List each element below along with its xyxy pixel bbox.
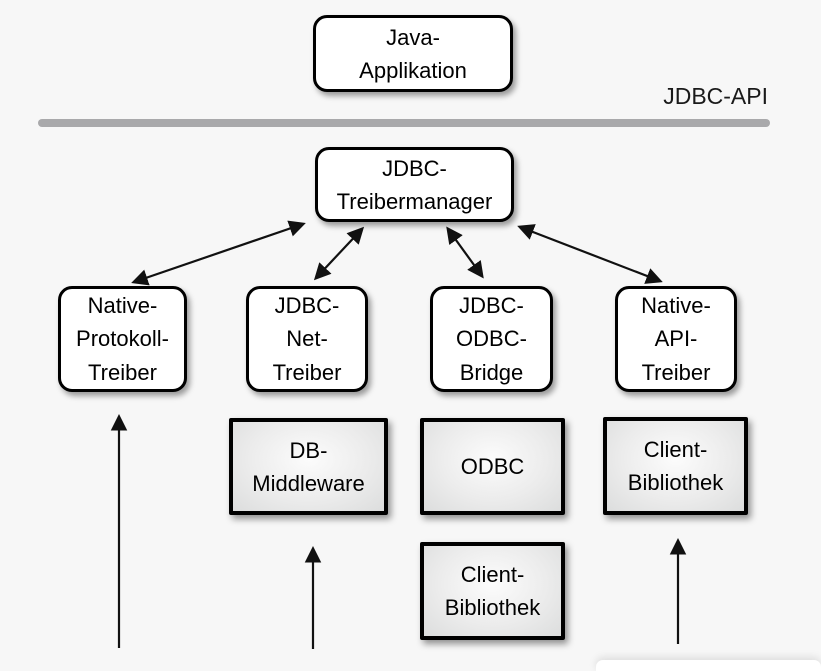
node-label: DB- Middleware — [252, 437, 365, 496]
arrow-treibermanager-jdbc-net — [313, 226, 365, 281]
node-native-protokoll-treiber: Native- Protokoll- Treiber — [58, 286, 187, 392]
node-jdbc-net-treiber: JDBC- Net- Treiber — [246, 286, 368, 392]
node-label: JDBC- Net- Treiber — [272, 292, 342, 385]
node-label: Client- Bibliothek — [627, 437, 724, 495]
node-label: Native- Protokoll- Treiber — [76, 292, 169, 385]
node-label: JDBC- Treibermanager — [336, 155, 493, 214]
arrow-treibermanager-native-api — [517, 224, 663, 284]
node-db-middleware: DB- Middleware — [229, 418, 388, 515]
node-label: Native- API- Treiber — [641, 292, 711, 385]
node-label: JDBC- ODBC- Bridge — [456, 292, 527, 385]
node-jdbc-treibermanager: JDBC- Treibermanager — [315, 147, 514, 222]
node-jdbc-odbc-bridge: JDBC- ODBC- Bridge — [430, 286, 553, 392]
arrow-treibermanager-jdbc-odbc — [446, 226, 484, 279]
node-odbc: ODBC — [420, 418, 565, 515]
node-label: Client- Bibliothek — [444, 562, 541, 620]
node-native-api-treiber: Native- API- Treiber — [615, 286, 737, 392]
node-java-applikation: Java- Applikation — [313, 15, 513, 92]
node-client-bibliothek-bottom: Client- Bibliothek — [420, 542, 565, 640]
partial-box-bottom-right — [596, 660, 821, 671]
node-label: Java- Applikation — [359, 24, 467, 83]
jdbc-api-divider-line — [38, 119, 770, 127]
jdbc-api-label: JDBC-API — [663, 83, 768, 109]
node-label: ODBC — [460, 454, 525, 479]
arrow-treibermanager-native-protokoll — [131, 220, 306, 286]
node-client-bibliothek-right: Client- Bibliothek — [603, 417, 748, 515]
